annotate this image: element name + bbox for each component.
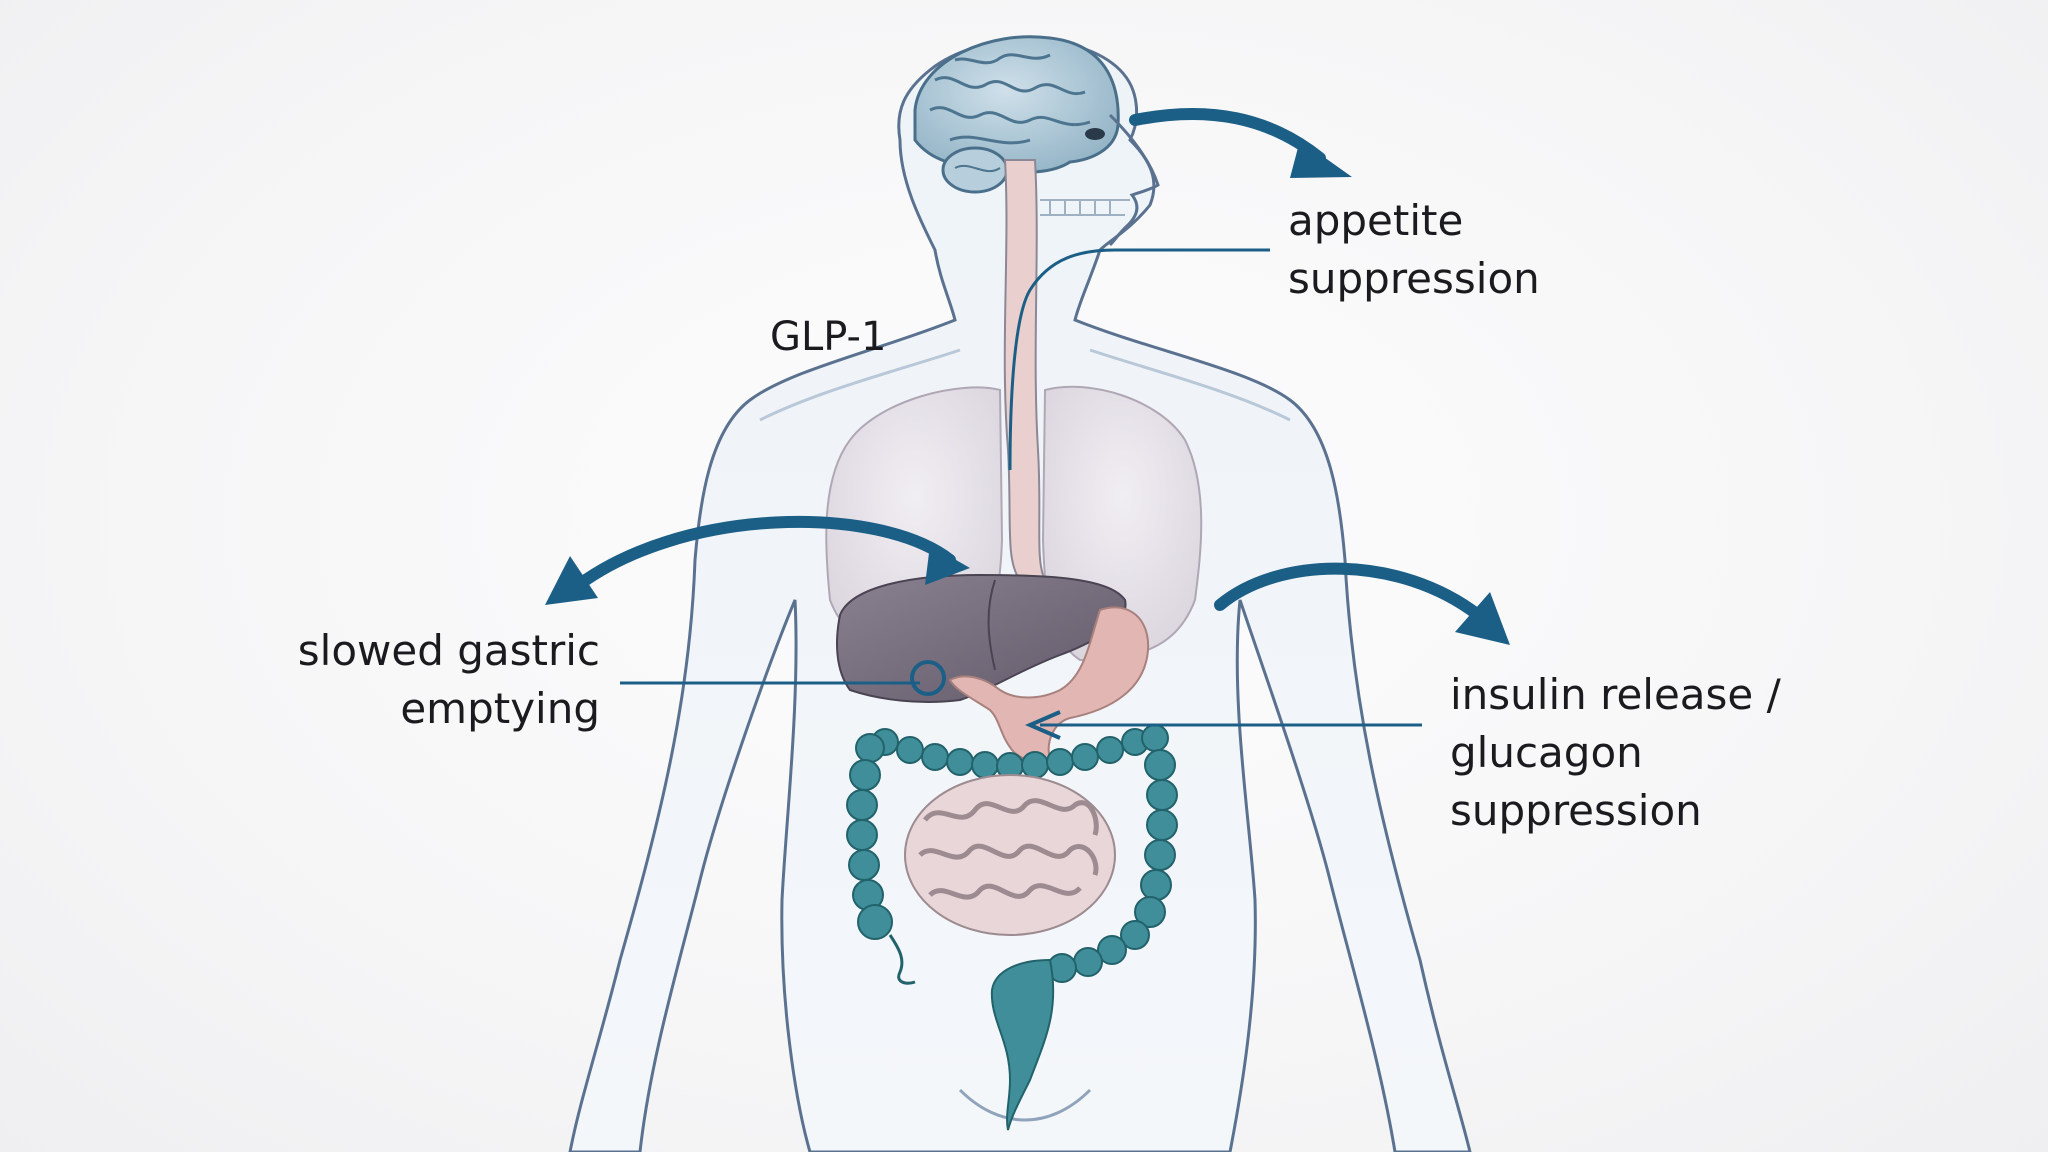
appetite-curved-arrow: [1129, 107, 1326, 164]
stomach-illustration: [948, 606, 1150, 763]
small-intestine-illustration: [904, 774, 1116, 936]
insulin-label-line1: insulin release /: [1450, 670, 1781, 719]
insulin-arrowhead: [1455, 592, 1510, 645]
rectum-illustration: [990, 958, 1055, 1131]
insulin-curved-arrow: [1214, 562, 1484, 621]
gastric-right-arrowhead: [925, 545, 970, 585]
insulin-pointer-arrowhead: [1024, 710, 1061, 740]
brain-illustration: [913, 35, 1160, 247]
gastric-label-line2: emptying: [400, 684, 600, 733]
gastric-curved-arrow: [566, 515, 956, 596]
appetite-label-line1: appetite: [1288, 196, 1464, 245]
gastric-label-line1: slowed gastric: [297, 626, 600, 675]
glp1-label-text: GLP-1: [770, 314, 887, 360]
gastric-left-arrowhead: [545, 556, 598, 605]
insulin-label-line2: glucagon: [1450, 728, 1643, 777]
insulin-label-line3: suppression: [1450, 786, 1702, 835]
colon-illustration: [846, 724, 1178, 983]
slowed-gastric-emptying-label: slowed gastric emptying: [295, 622, 600, 738]
appetite-suppression-label: appetite suppression: [1288, 192, 1540, 308]
liver-illustration: [836, 573, 1127, 703]
appetite-label-line2: suppression: [1288, 254, 1540, 303]
appetite-arrowhead: [1290, 140, 1352, 178]
insulin-glucagon-label: insulin release / glucagon suppression: [1450, 666, 1781, 840]
gastric-marker-ring: [910, 660, 946, 696]
appetite-leader-line: [1008, 248, 1270, 471]
glp1-label: GLP-1: [770, 308, 886, 366]
